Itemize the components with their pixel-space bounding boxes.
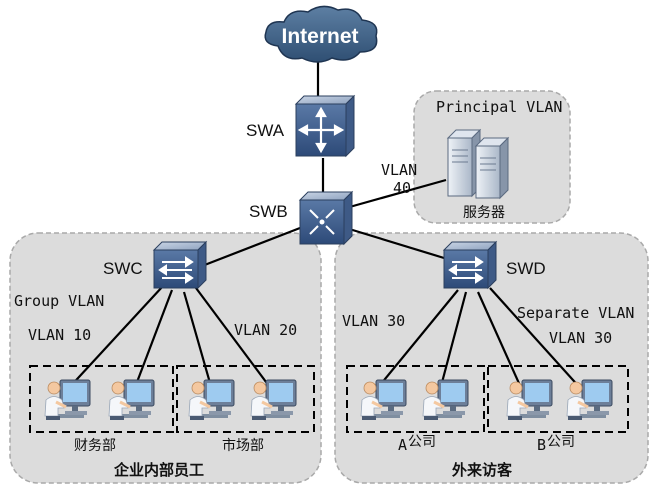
swa-router-icon (294, 94, 356, 158)
pc-icon (187, 378, 236, 422)
pc-icon (249, 378, 298, 422)
marketing-dept-label: 市场部 (222, 437, 264, 454)
link-swb-swd (345, 226, 445, 260)
internet-cloud-icon: Internet (264, 5, 378, 63)
swa-label: SWA (246, 121, 285, 140)
vlan30-right-label: VLAN 30 (549, 329, 612, 347)
swd-switch-icon (442, 240, 498, 290)
swb-label: SWB (249, 202, 288, 221)
link-swc-pc2 (132, 289, 174, 391)
internal-staff-title: 企业内部员工 (113, 461, 204, 479)
links (66, 62, 583, 391)
link-swc-pc1 (66, 285, 164, 391)
company-b-box (487, 365, 629, 433)
company-a-prefix: A (398, 436, 407, 454)
company-b-prefix: B (537, 436, 546, 454)
server-vlan-number: 40 (393, 179, 411, 197)
pc-icon (565, 378, 614, 422)
external-visitors-title: 外来访客 (451, 461, 513, 479)
vlan10-label: VLAN 10 (28, 326, 91, 344)
group-vlan-label: Group VLAN (14, 292, 104, 310)
guest-zone (334, 232, 649, 484)
pc-icon (43, 378, 92, 422)
principal-vlan-label: Principal VLAN (436, 98, 562, 116)
company-a-box (346, 365, 485, 433)
link-swc-pc3 (182, 291, 214, 391)
internal-zone (9, 232, 322, 484)
finance-dept-label: 财务部 (74, 438, 116, 454)
link-swd-pc8 (489, 287, 583, 391)
pc-icon (505, 378, 554, 422)
server-name: 服务器 (463, 205, 505, 221)
separate-vlan-label: Separate VLAN (517, 304, 634, 322)
link-swd-pc6 (438, 291, 468, 391)
link-swb-swc (201, 226, 301, 268)
pc-icon (359, 378, 408, 422)
pc-icon (107, 378, 156, 422)
swc-label: SWC (103, 259, 143, 278)
company-a-label: 公司 (408, 434, 436, 450)
marketing-dept-box (176, 365, 315, 433)
vlan30-left-label: VLAN 30 (342, 312, 405, 330)
internet-label: Internet (281, 25, 358, 48)
vlan20-label: VLAN 20 (234, 321, 297, 339)
finance-dept-box (29, 365, 174, 433)
company-b-label: 公司 (547, 434, 575, 450)
server-icon (446, 128, 510, 200)
server-vlan-label: VLAN (381, 161, 417, 179)
link-swd-pc5 (375, 289, 459, 391)
link-swb-server (345, 178, 447, 210)
pc-icon (421, 378, 470, 422)
swc-switch-icon (152, 240, 208, 290)
link-swd-pc7 (476, 291, 524, 391)
swb-switch-icon (298, 190, 354, 246)
swd-label: SWD (506, 259, 546, 278)
link-swc-pc4 (195, 287, 273, 391)
